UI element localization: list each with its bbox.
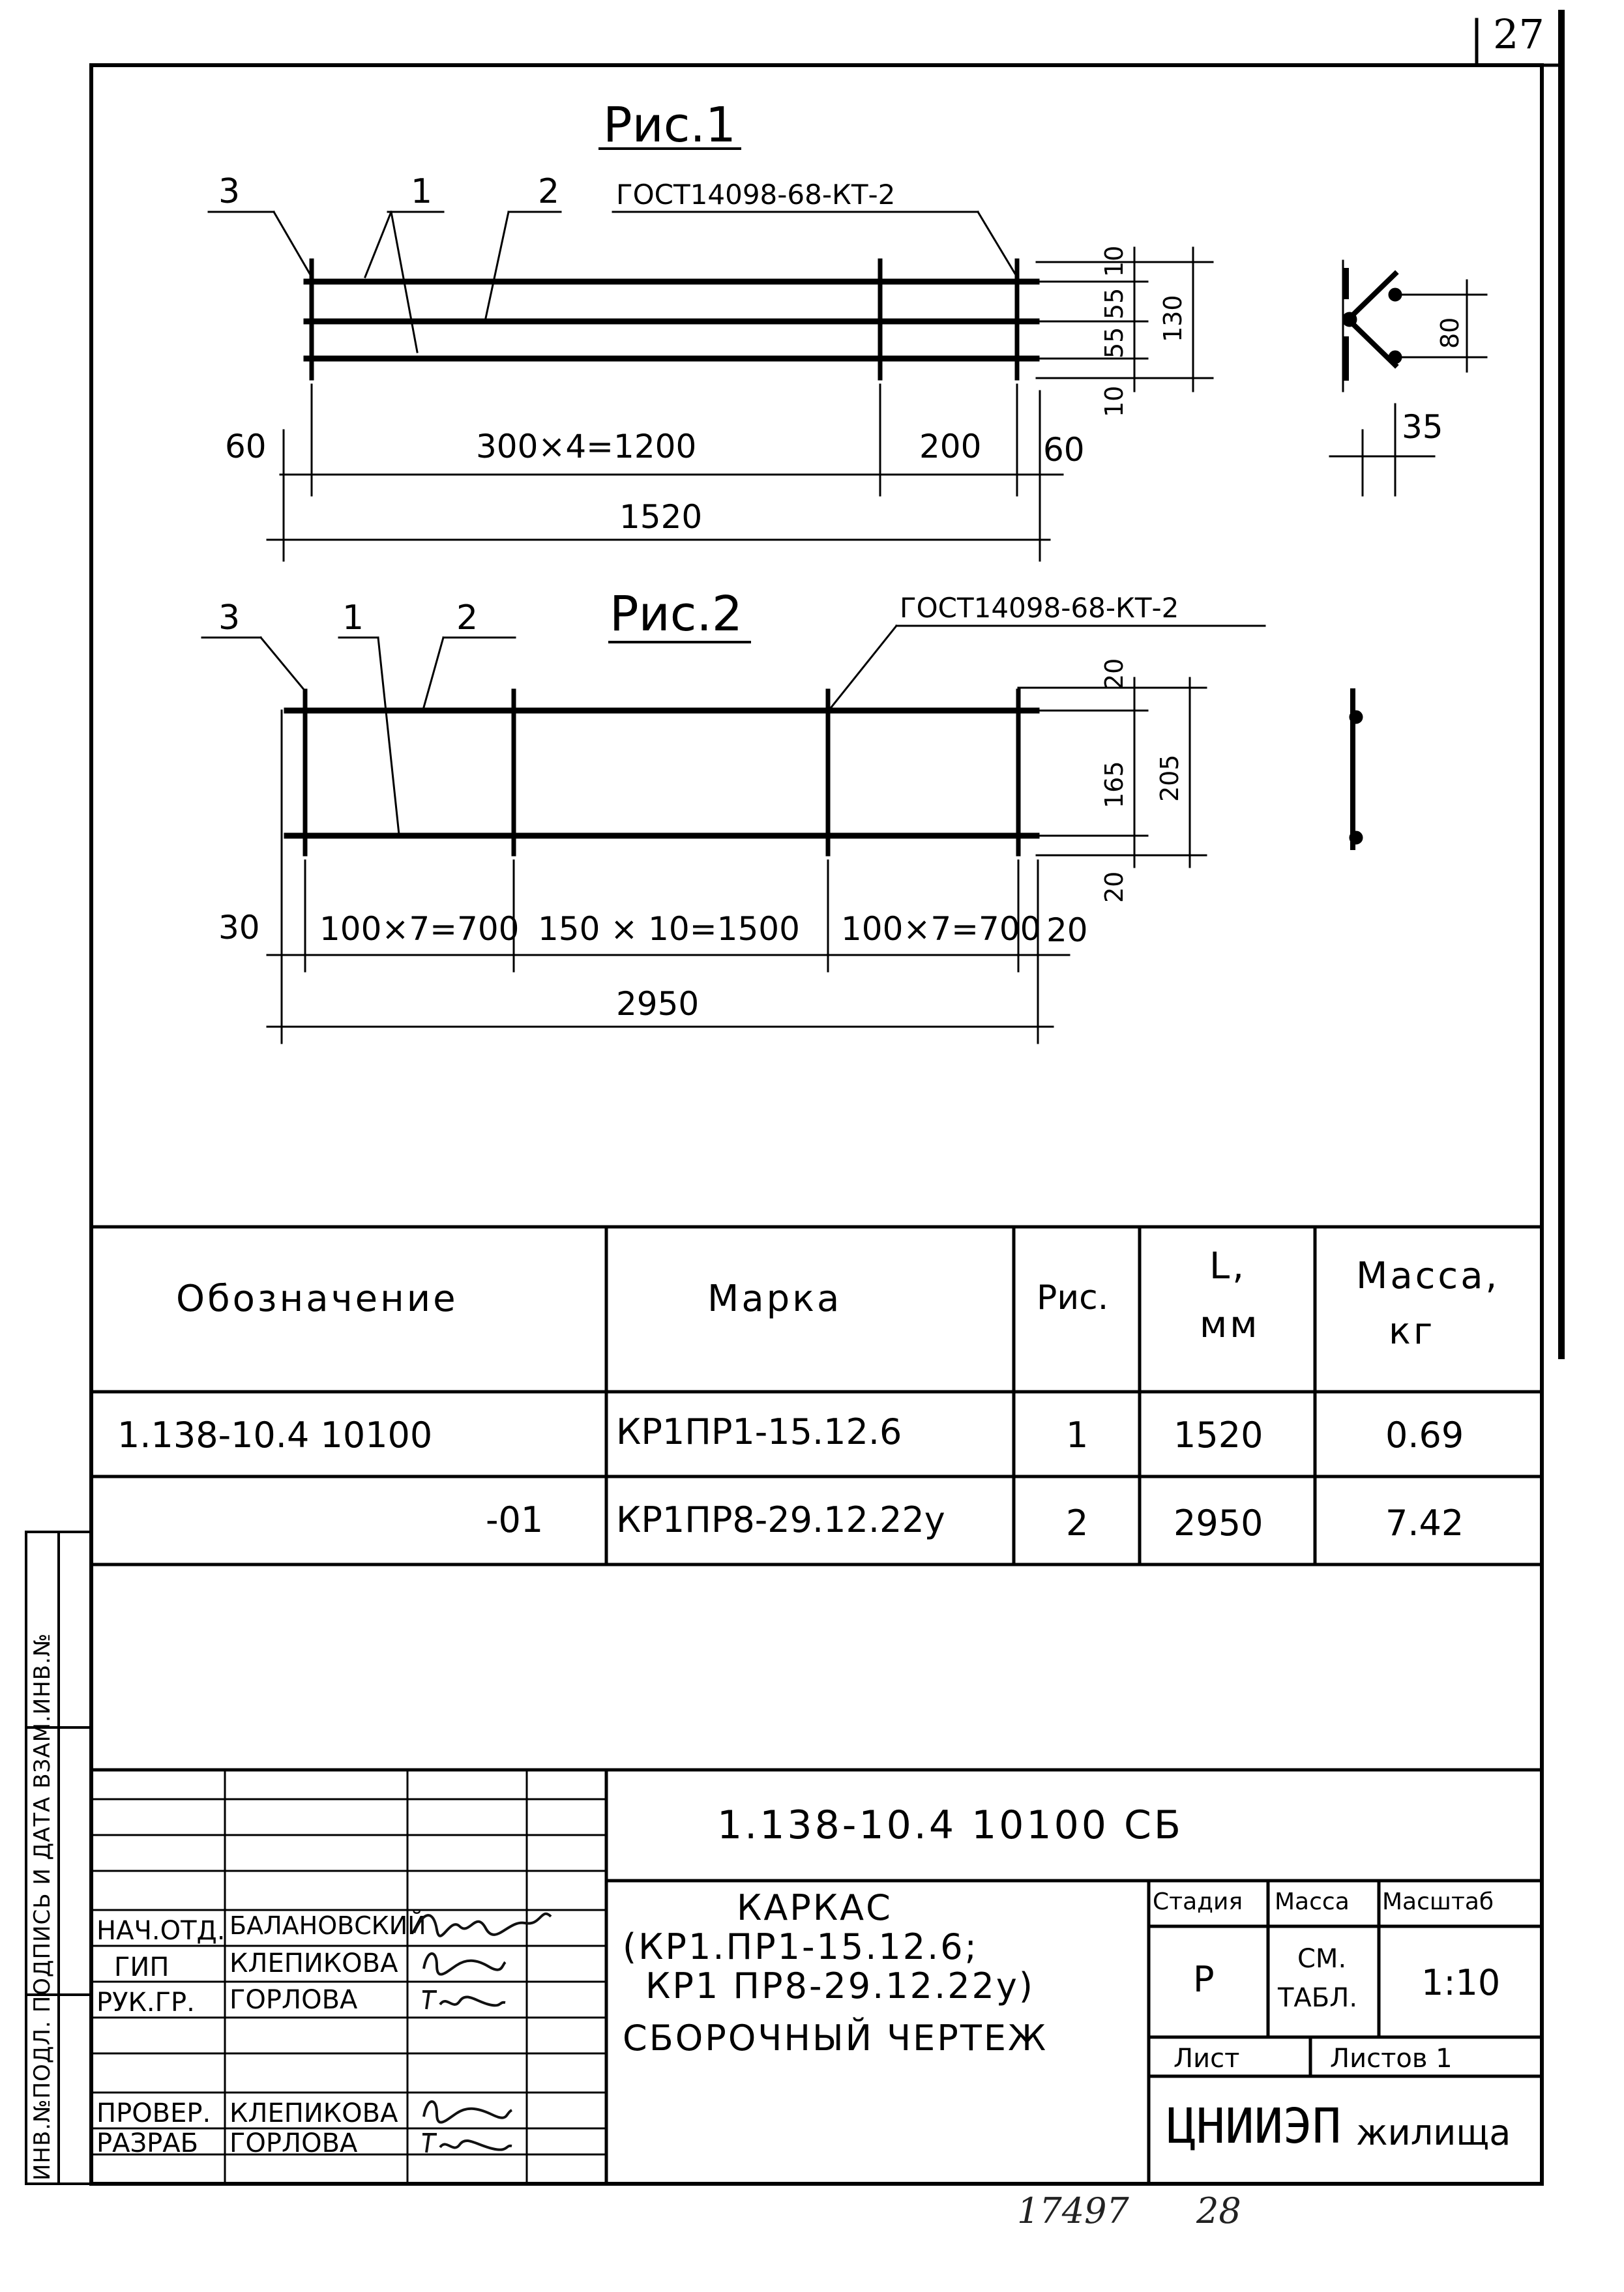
fig2-dim-right-offset: 20 <box>1046 911 1088 949</box>
title-line-3: КР1 ПР8-29.12.22у) <box>645 1965 1035 2006</box>
table-row-2-length: 2950 <box>1174 1503 1263 1544</box>
fig1-dim-v-bottom: 10 <box>1100 385 1129 417</box>
table-row-2-mark: КР1ПР8-29.12.22у <box>616 1499 945 1540</box>
fig1-dim-left-offset: 60 <box>225 428 267 465</box>
stage-value: Р <box>1193 1959 1215 2000</box>
scale-value: 1:10 <box>1421 1962 1501 2003</box>
fig1-dim-right-offset: 60 <box>1043 431 1085 469</box>
mass-value-2: ТАБЛ. <box>1278 1983 1358 2013</box>
role-gip: ГИП <box>114 1952 170 1982</box>
table-header-fig: Рис. <box>1037 1278 1109 1317</box>
role-prover: ПРОВЕР. <box>96 2098 211 2128</box>
fig1-dim-side-height: 80 <box>1436 317 1464 349</box>
table-header-mass-unit: кг <box>1389 1310 1436 1353</box>
fig1-gost-label: ГОСТ14098-68-КТ-2 <box>616 179 896 211</box>
signature-nach-otd <box>413 1912 552 1937</box>
fig1-dim-total: 1520 <box>619 498 703 536</box>
table-row-1-mass: 0.69 <box>1385 1415 1464 1456</box>
org-suffix: жилища <box>1356 2112 1511 2153</box>
table-row-2-designation: -01 <box>486 1499 544 1540</box>
fig1-dim-spacing: 300×4=1200 <box>476 428 697 465</box>
table-header-length-symbol: L, <box>1209 1245 1247 1287</box>
fig2-callout-2: 2 <box>456 598 479 638</box>
table-header-length-unit: мм <box>1200 1304 1260 1346</box>
title-line-2: (КР1.ПР1-15.12.6; <box>623 1926 979 1967</box>
mass-value-1: СМ. <box>1297 1944 1347 1974</box>
name-prover: КЛЕПИКОВА <box>229 2098 398 2128</box>
fig2-callout-3: 3 <box>218 598 241 638</box>
role-razrab: РАЗРАБ <box>96 2128 199 2158</box>
name-gip: КЛЕПИКОВА <box>229 1948 398 1978</box>
fig1-callout-1: 1 <box>411 172 433 211</box>
fig1-title: Рис.1 <box>603 97 737 153</box>
side-stamp: ИНВ.№ПОДЛ. ПОДПИСЬ И ДАТА ВЗАМ.ИНВ.№ <box>29 1632 55 2181</box>
org-name: ЦНИИЭП <box>1167 2098 1342 2154</box>
fig1-dim-last-span: 200 <box>919 428 982 465</box>
fig2-dim-v-total: 205 <box>1155 754 1184 802</box>
role-nach-otd: НАЧ.ОТД. <box>96 1916 226 1946</box>
sheet-number: 27 <box>1493 10 1544 58</box>
table-header-designation: Обозначение <box>176 1278 458 1320</box>
fig2-dim-span2: 150 × 10=1500 <box>538 910 800 948</box>
signature-ruk-gr <box>422 1990 506 2010</box>
fig1-dim-v-mid2: 55 <box>1100 327 1129 359</box>
fig1-callout-3: 3 <box>218 172 241 211</box>
title-line-4: СБОРОЧНЫЙ ЧЕРТЕЖ <box>623 2018 1048 2059</box>
name-razrab: ГОРЛОВА <box>229 2128 358 2158</box>
footer-number: 17497 <box>1017 2190 1129 2231</box>
table-row-1-fig: 1 <box>1066 1415 1089 1456</box>
role-ruk-gr: РУК.ГР. <box>96 1988 195 2018</box>
mass-label: Масса <box>1275 1888 1350 1915</box>
table-row-1-designation: 1.138-10.4 10100 <box>117 1415 433 1456</box>
table-header-mark: Марка <box>707 1278 842 1320</box>
fig1-dim-v-total: 130 <box>1159 295 1187 342</box>
fig2-callout-1: 1 <box>342 598 364 638</box>
table-row-1-length: 1520 <box>1174 1415 1263 1456</box>
fig1-dim-side-width: 35 <box>1402 408 1443 446</box>
fig2-dim-left-offset: 30 <box>218 909 260 947</box>
scale-label: Масштаб <box>1382 1888 1494 1915</box>
fig2-dim-v-mid: 165 <box>1100 761 1129 808</box>
table-row-2-mass: 7.42 <box>1385 1503 1464 1544</box>
name-ruk-gr: ГОРЛОВА <box>229 1985 358 2015</box>
fig2-dim-span3: 100×7=700 <box>841 910 1041 948</box>
fig1-callout-2: 2 <box>538 172 560 211</box>
sheet-label: Лист <box>1174 2044 1240 2074</box>
title-line-1: КАРКАС <box>737 1887 893 1928</box>
table-header-mass: Масса, <box>1356 1255 1500 1297</box>
fig2-gost-label: ГОСТ14098-68-КТ-2 <box>900 592 1179 624</box>
table-row-1-mark: КР1ПР1-15.12.6 <box>616 1411 902 1452</box>
signature-gip <box>422 1952 507 1976</box>
fig2-dim-span1: 100×7=700 <box>319 910 520 948</box>
fig2-title: Рис.2 <box>610 586 743 642</box>
fig1-dim-v-mid1: 55 <box>1100 287 1129 319</box>
signature-prover <box>422 2100 513 2124</box>
fig1-dim-v-top: 10 <box>1100 245 1129 277</box>
fig2-dim-total: 2950 <box>616 985 700 1023</box>
sheets-label: Листов 1 <box>1330 2044 1453 2074</box>
fig2-dim-v-bottom: 20 <box>1100 871 1129 903</box>
name-nach-otd: БАЛАНОВСКИЙ <box>229 1911 426 1940</box>
table-row-2-fig: 2 <box>1066 1503 1089 1544</box>
signature-razrab <box>422 2133 512 2153</box>
footer-page: 28 <box>1196 2190 1241 2231</box>
fig2-dim-v-top: 20 <box>1100 658 1129 690</box>
stage-label: Стадия <box>1153 1888 1243 1915</box>
doc-code: 1.138-10.4 10100 СБ <box>717 1802 1184 1848</box>
